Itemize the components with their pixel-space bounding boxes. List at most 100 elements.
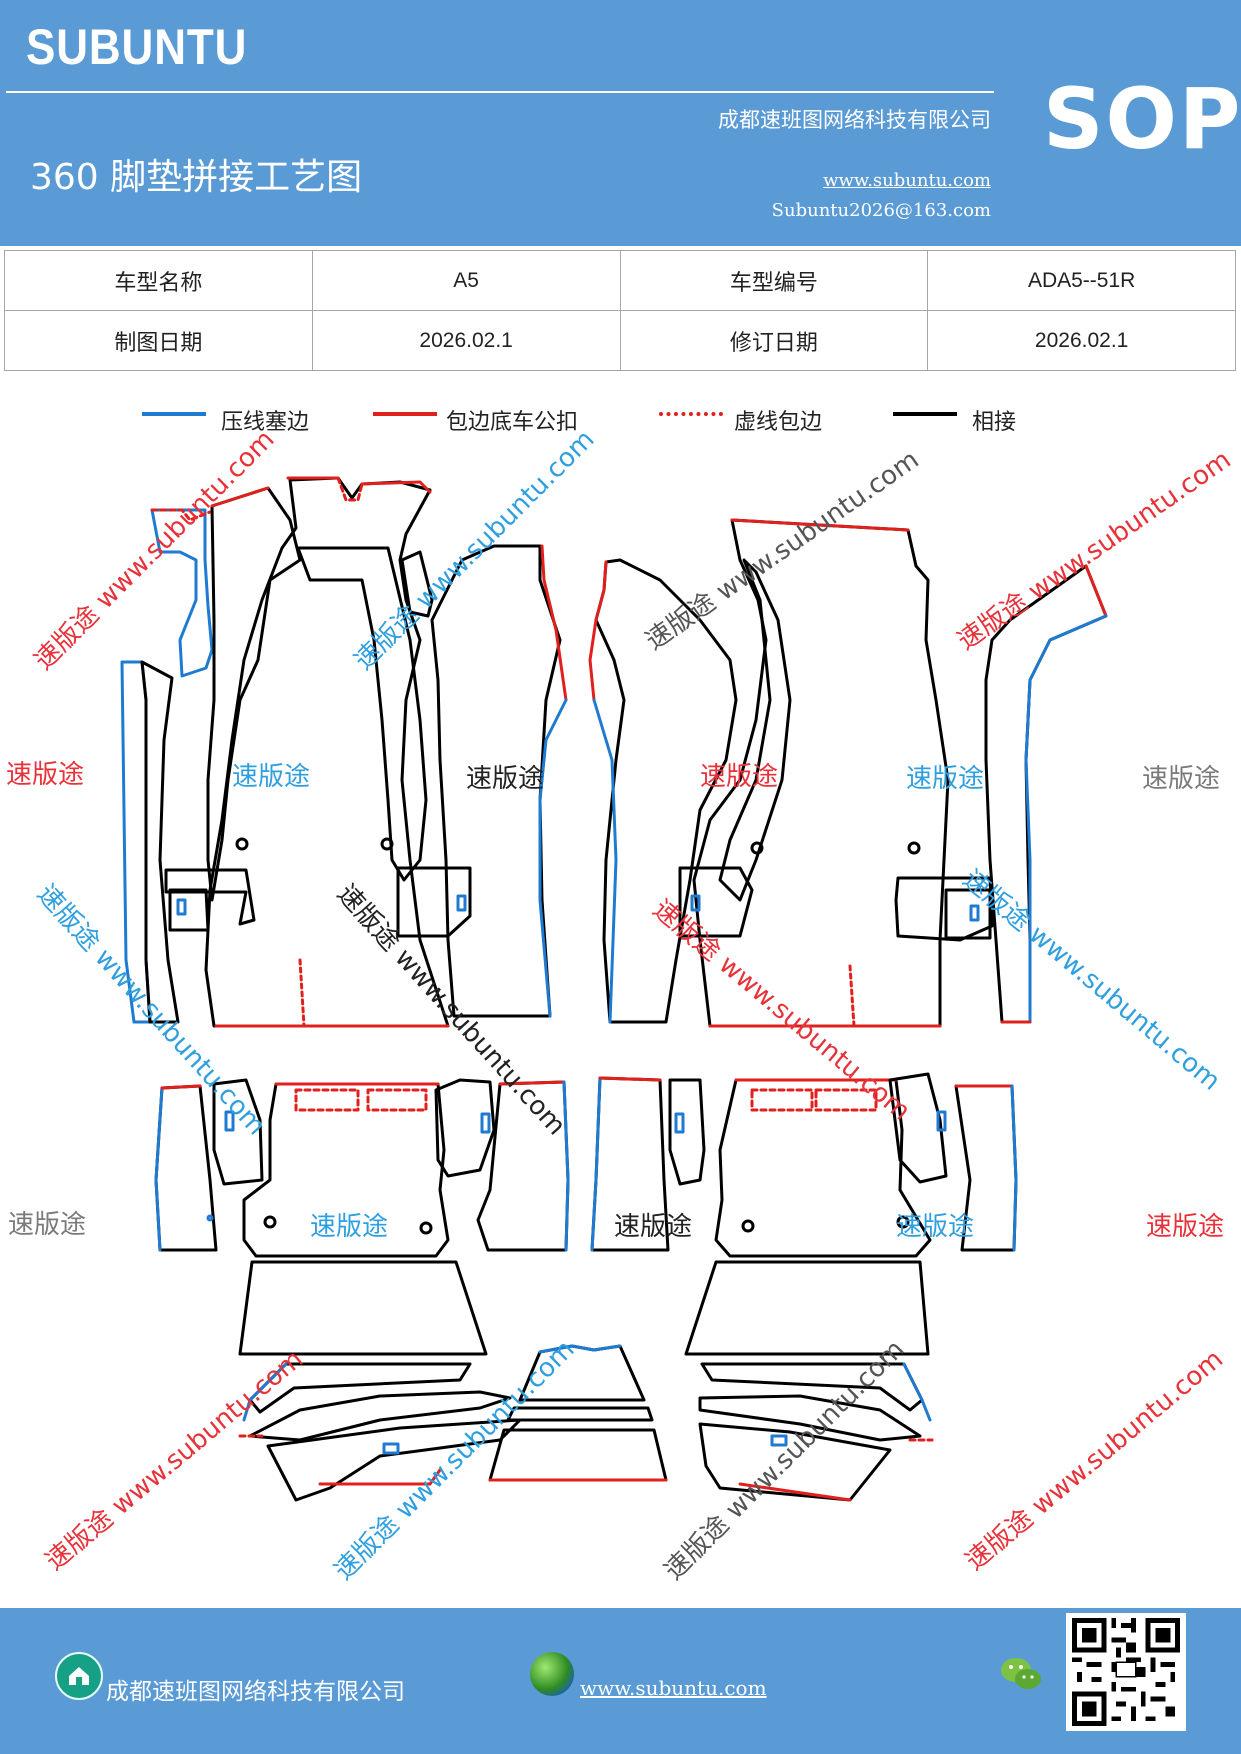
trunk-strip-pieces (238, 1260, 934, 1502)
left-stitch-dashed (298, 958, 306, 1028)
legend: 压线塞边 包边底车公扣 虚线包边 相接 (0, 400, 1241, 440)
legend-swatch-black (893, 412, 957, 416)
rear-right-hole (896, 1215, 910, 1229)
legend-swatch-red-dotted (659, 412, 723, 416)
front-left-mat-group (120, 476, 568, 1028)
rear-right-mat-group (590, 1072, 1018, 1258)
legend-swatch-blue (142, 412, 206, 416)
left-right-clip-slot (456, 894, 467, 912)
qr-code[interactable] (1066, 1613, 1186, 1731)
info-table: 车型名称 A5 车型编号 ADA5--51R 制图日期 2026.02.1 修订… (4, 250, 1236, 371)
legend-label: 压线塞边 (221, 410, 310, 435)
rear-right-clip-slot (936, 1110, 947, 1132)
right-clip-slot (969, 904, 980, 922)
rear-left-center (242, 1082, 450, 1258)
rear-left-dashed-a (294, 1088, 360, 1112)
left-center-strip-blue (538, 698, 568, 1018)
rear-left-outer (154, 1084, 218, 1252)
lower-left-curve-1-blue (242, 1362, 288, 1422)
left-right-pad (396, 866, 472, 938)
left-upper-strip (206, 486, 302, 902)
website-link[interactable]: www.subuntu.com (823, 170, 991, 191)
rear-left-outer-blue (154, 1086, 164, 1252)
table-cell: 2026.02.1 (927, 310, 1236, 371)
left-foot-pad-inner (168, 888, 210, 932)
rear-right-left-strip-red (598, 1076, 662, 1082)
left-main-mat-top-red2 (360, 480, 432, 494)
watermark-brand: 速版途 (896, 1212, 975, 1242)
center-trunk-piece-3 (488, 1428, 668, 1482)
right-main-inner (718, 558, 792, 902)
left-side-panel (140, 660, 180, 1024)
right-left-pad (678, 866, 754, 938)
footer-company: 成都速班图网络科技有限公司 (106, 1679, 405, 1705)
table-cell: 2026.02.1 (311, 310, 621, 371)
watermark-brand: 速版途 (6, 760, 85, 790)
table-row: 制图日期 2026.02.1 修订日期 2026.02.1 (4, 310, 1236, 371)
lower-left-curve-3 (266, 1418, 522, 1502)
left-center-strip-red (540, 544, 568, 702)
left-upper-strip-red (210, 486, 270, 508)
rear-left-outer-red (160, 1084, 202, 1090)
right-main-mat-top-red (730, 518, 910, 532)
rear-left-mat-group (154, 1078, 570, 1258)
globe-icon (530, 1652, 574, 1696)
company-name: 成都速班图网络科技有限公司 (718, 108, 991, 132)
rear-left-clip-slot (480, 1112, 491, 1134)
rear-right-outer-blue (1010, 1084, 1018, 1252)
right-center-strip-blue (592, 698, 618, 1024)
lower-right-trapezoid (684, 1260, 930, 1356)
right-center-strip (594, 558, 738, 1024)
table-cell: 车型名称 (4, 250, 313, 311)
center-trunk-piece-1-blue (538, 1344, 622, 1354)
rear-right-dashed-b (814, 1088, 878, 1112)
lower-right-curve-2 (698, 1394, 922, 1442)
rear-left-dashed-b (366, 1088, 428, 1112)
rear-left-hole (419, 1221, 433, 1235)
wechat-icon[interactable] (996, 1652, 1046, 1696)
email-address[interactable]: Subuntu2026@163.com (771, 200, 991, 221)
rear-left-clip-dot (206, 1214, 214, 1222)
lower-right-curve-3-red (738, 1482, 852, 1502)
left-top-dashed (150, 508, 212, 522)
right-foot-pad (894, 876, 994, 942)
rear-left-right-bracket (434, 1078, 496, 1178)
legend-label: 虚线包边 (734, 410, 823, 435)
footer-website-link[interactable]: www.subuntu.com (580, 1676, 767, 1700)
watermark-brand: 速版途 (232, 762, 311, 792)
lower-right-clip-slot (770, 1434, 788, 1447)
watermark-brand: 速版途 (700, 762, 779, 792)
watermark-brand: 速版途 (310, 1212, 389, 1242)
lower-left-clip-slot (382, 1442, 400, 1455)
rear-left-clip-slot (224, 1110, 235, 1132)
rear-right-clip-slot (674, 1112, 685, 1134)
table-cell: 车型编号 (619, 250, 929, 311)
right-foot-pad-inner (944, 888, 992, 940)
watermark-brand: 速版途 (466, 764, 545, 794)
watermark-brand: 速版途 (614, 1212, 693, 1242)
brand-logo: SUBUNTU (26, 19, 248, 75)
watermark-brand: 速版途 (906, 764, 985, 794)
header-divider (6, 91, 994, 93)
lower-right-curve-1-blue (902, 1362, 932, 1422)
rear-right-bracket-right (888, 1072, 948, 1184)
lower-left-trapezoid (238, 1260, 488, 1356)
lower-left-curve-3-red (318, 1468, 442, 1486)
right-mount-hole (750, 841, 764, 855)
watermark-brand: 速版途 (8, 1210, 87, 1240)
table-row: 车型名称 A5 车型编号 ADA5--51R (4, 250, 1236, 311)
floor-mat-pattern-diagram (120, 476, 1108, 1502)
legend-swatch-red (373, 412, 437, 416)
rear-left-right-strip-blue (562, 1080, 570, 1252)
legend-label: 相接 (972, 410, 1017, 435)
left-mount-hole (235, 837, 249, 851)
right-left-clip-slot (690, 894, 701, 912)
table-cell: 制图日期 (4, 310, 313, 371)
left-clip-slot (176, 898, 187, 916)
watermark-brand: 速版途 (1146, 1212, 1225, 1242)
center-trunk-piece-2 (506, 1406, 654, 1422)
rear-left-hole (263, 1215, 277, 1229)
rear-right-hole (741, 1219, 755, 1233)
right-side-blue (1024, 614, 1108, 1024)
watermark-brand: 速版途 (1142, 764, 1221, 794)
